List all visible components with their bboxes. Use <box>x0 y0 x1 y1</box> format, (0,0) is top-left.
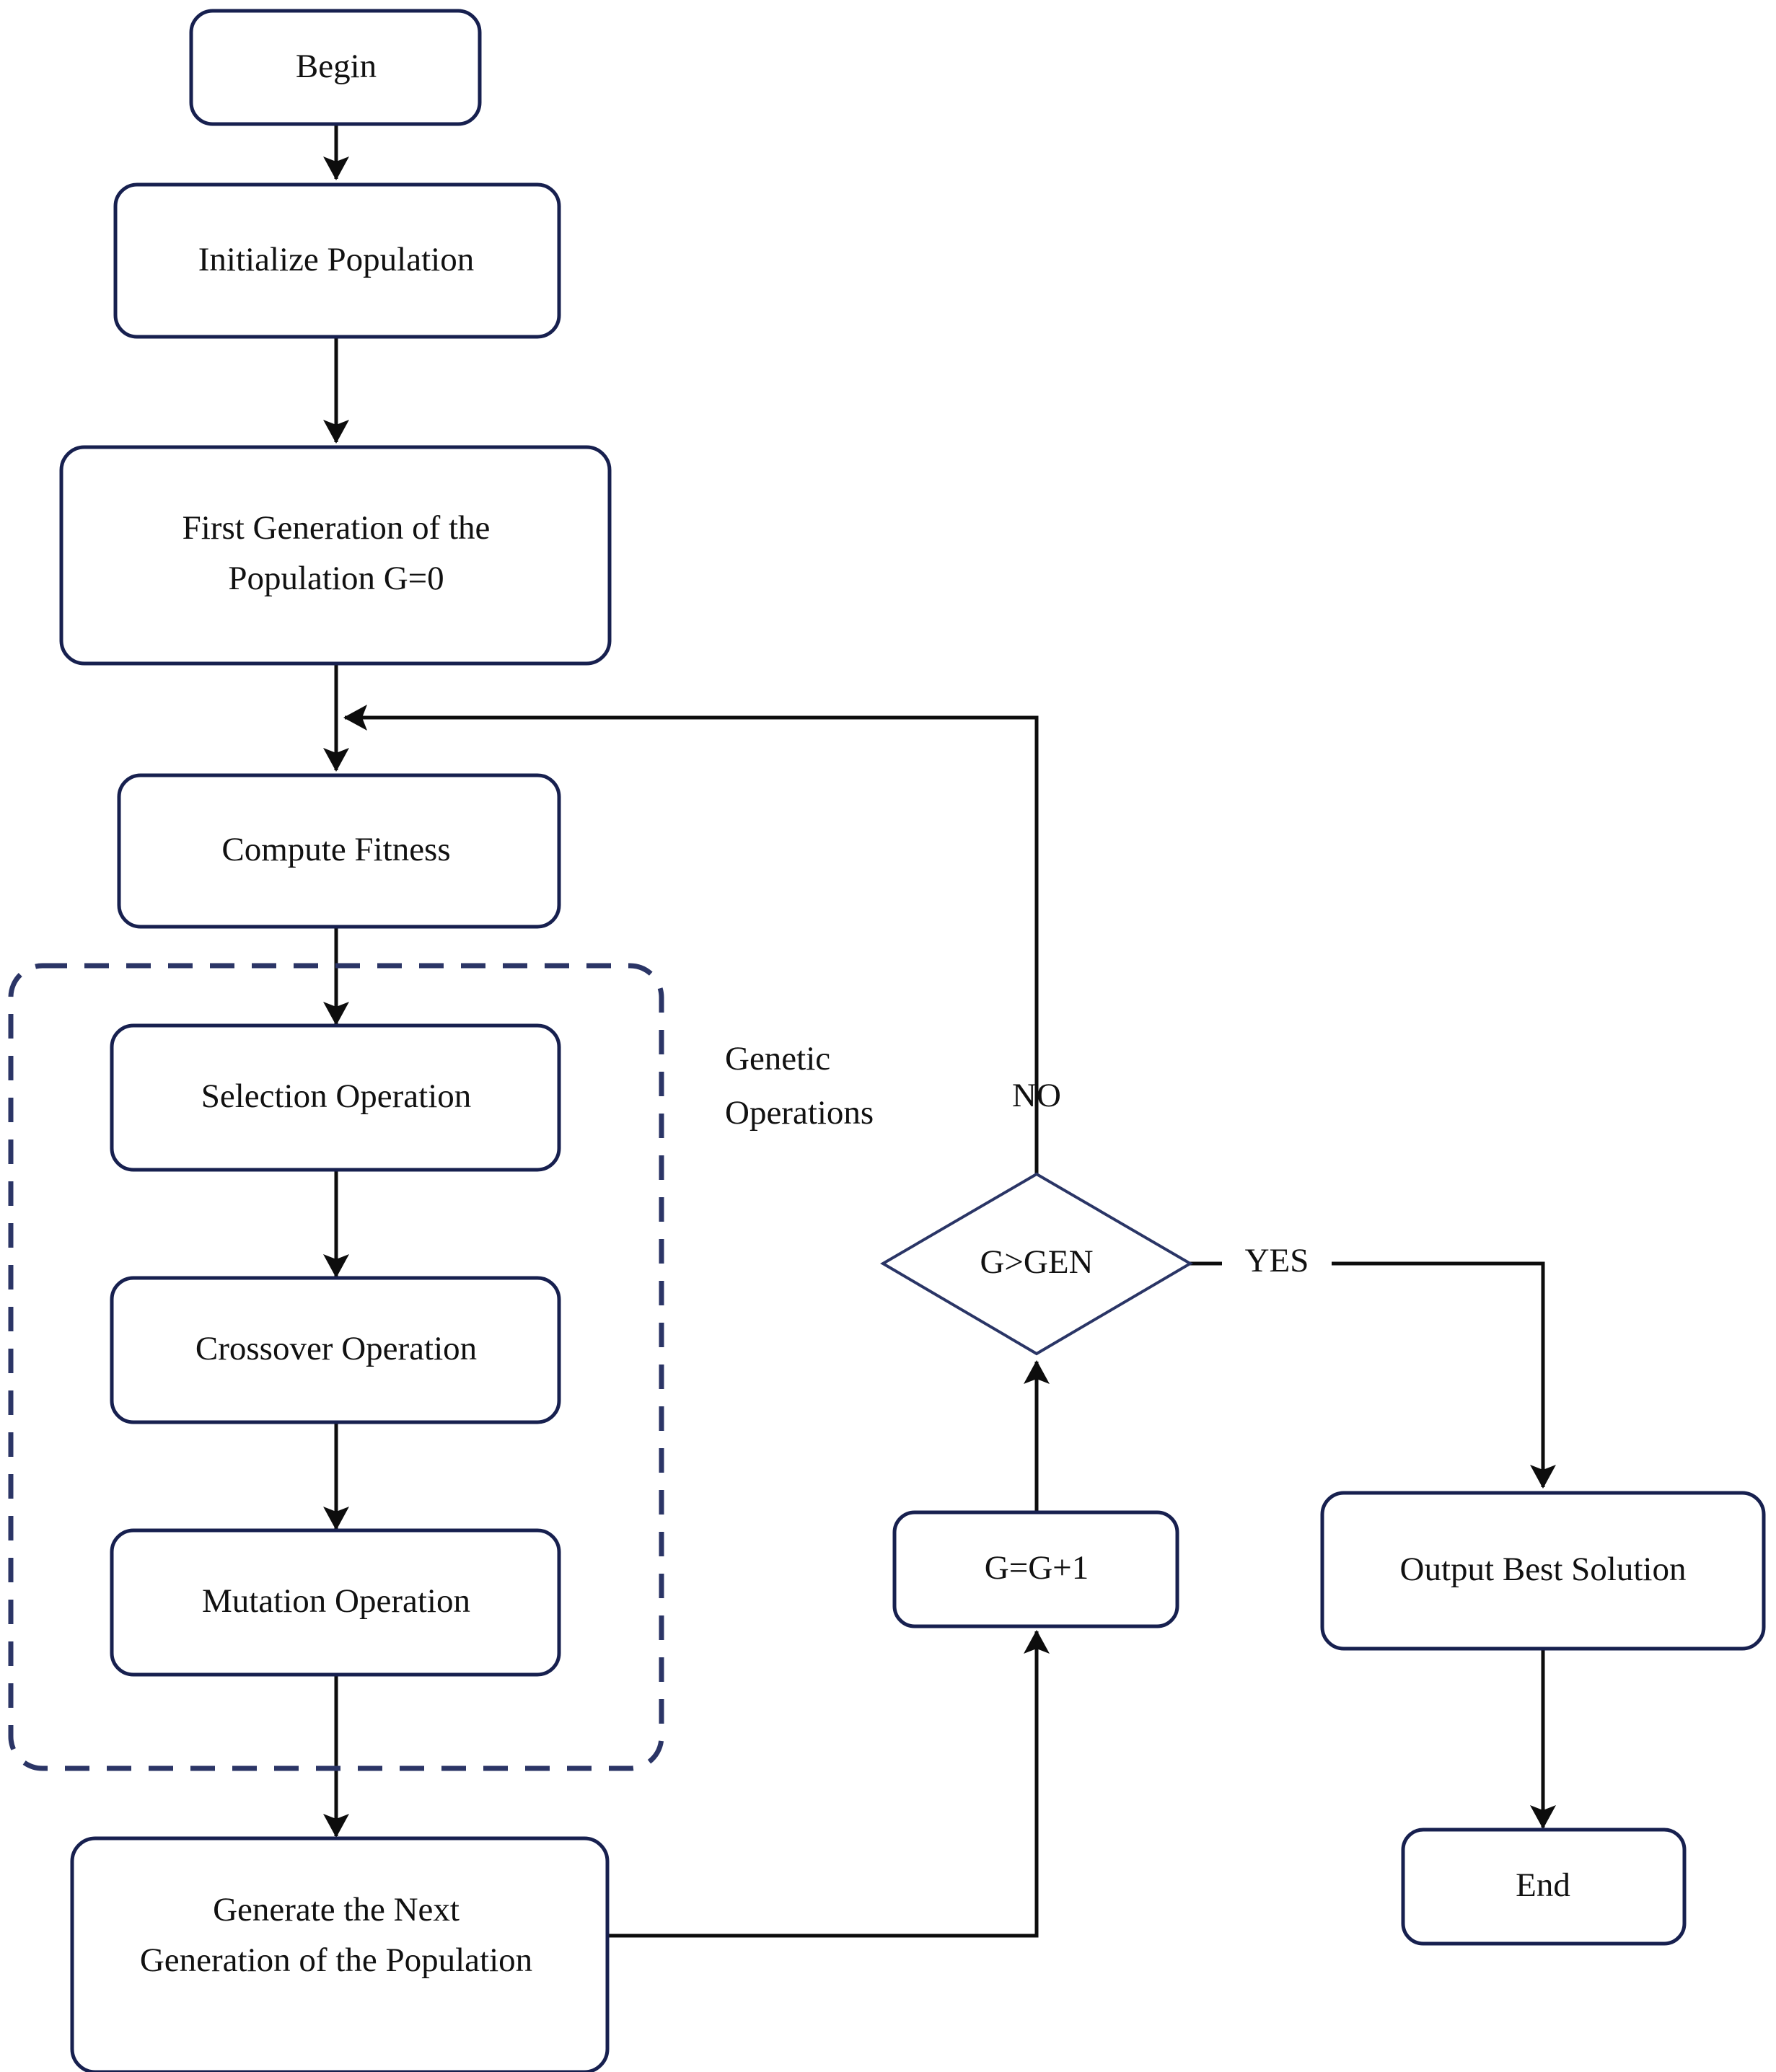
genetic-operations-group <box>8 963 664 1771</box>
node-generate-next-generation-label-line1: Generate the Next <box>213 1891 460 1928</box>
node-begin[interactable]: Begin <box>189 9 482 126</box>
node-end-label: End <box>1516 1866 1570 1904</box>
node-crossover-operation[interactable]: Crossover Operation <box>110 1276 561 1424</box>
genetic-operations-label-line1: Genetic <box>725 1040 830 1077</box>
edge-label-yes-text: YES <box>1245 1242 1309 1279</box>
edge-generatenext-to-increment <box>607 1629 1050 1938</box>
genetic-operations-label-line2: Operations <box>725 1094 874 1132</box>
node-selection-operation-shape[interactable] <box>110 1023 561 1172</box>
node-selection-operation-label: Selection Operation <box>201 1077 472 1115</box>
node-end[interactable]: End <box>1401 1828 1687 1946</box>
node-first-generation-label-line2: Population G=0 <box>228 560 444 597</box>
node-crossover-operation-shape[interactable] <box>110 1276 561 1424</box>
node-generate-next-generation[interactable]: Generate the Next Generation of the Popu… <box>70 1836 610 2072</box>
node-compute-fitness-shape[interactable] <box>117 773 561 929</box>
node-generate-next-generation-shape[interactable] <box>70 1836 610 2072</box>
edge-label-yes-backdrop <box>1222 1242 1332 1285</box>
node-first-generation[interactable]: First Generation of the Population G=0 <box>59 445 612 666</box>
node-output-best-solution[interactable]: Output Best Solution <box>1320 1491 1766 1651</box>
node-begin-label: Begin <box>296 48 377 85</box>
node-output-best-solution-label: Output Best Solution <box>1400 1551 1687 1588</box>
node-increment-generation-label: G=G+1 <box>985 1549 1089 1587</box>
node-decision-g-gt-gen[interactable]: G>GEN <box>880 1172 1193 1356</box>
node-initialize-population[interactable]: Initialize Population <box>113 182 561 339</box>
node-first-generation-label-line1: First Generation of the <box>183 509 491 547</box>
node-begin-shape[interactable] <box>189 9 482 126</box>
edge-decision-no-to-computefit <box>343 705 1039 1174</box>
node-initialize-population-shape[interactable] <box>113 182 561 339</box>
node-compute-fitness[interactable]: Compute Fitness <box>117 773 561 929</box>
node-selection-operation[interactable]: Selection Operation <box>110 1023 561 1172</box>
node-crossover-operation-label: Crossover Operation <box>195 1330 477 1367</box>
node-generate-next-generation-label-line2: Generation of the Population <box>140 1941 532 1979</box>
node-mutation-operation-shape[interactable] <box>110 1528 561 1677</box>
node-end-shape[interactable] <box>1401 1828 1687 1946</box>
node-initialize-population-label: Initialize Population <box>198 241 474 278</box>
node-increment-generation-shape[interactable] <box>892 1510 1179 1628</box>
node-decision-g-gt-gen-label: G>GEN <box>980 1243 1093 1281</box>
node-mutation-operation[interactable]: Mutation Operation <box>110 1528 561 1677</box>
node-output-best-solution-shape[interactable] <box>1320 1491 1766 1651</box>
edge-decision-yes-to-outputbest <box>1190 1261 1556 1489</box>
node-first-generation-shape[interactable] <box>59 445 612 666</box>
node-compute-fitness-label: Compute Fitness <box>221 831 450 868</box>
node-increment-generation[interactable]: G=G+1 <box>892 1510 1179 1628</box>
node-mutation-operation-label: Mutation Operation <box>202 1582 470 1620</box>
node-decision-g-gt-gen-shape[interactable] <box>880 1172 1193 1356</box>
edge-label-no: NO <box>1012 1077 1061 1114</box>
